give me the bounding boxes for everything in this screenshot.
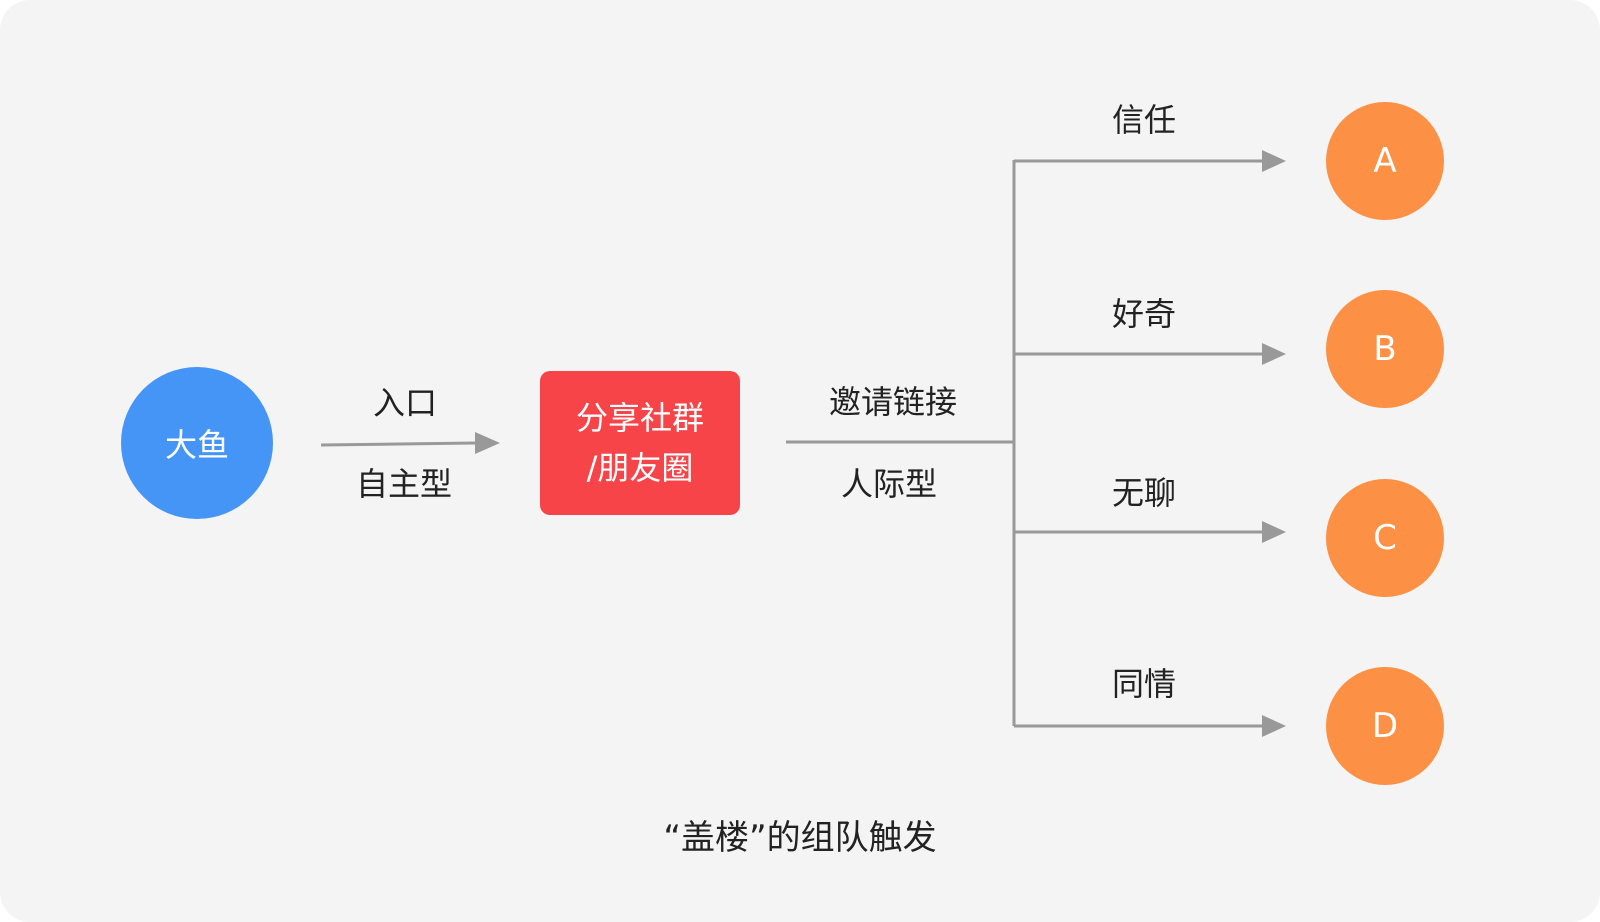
interpersonal-label: 人际型 xyxy=(840,465,937,503)
entry-arrowhead xyxy=(475,432,500,454)
target-node-d-label: D xyxy=(1371,706,1399,746)
target-node-b: B xyxy=(1326,290,1444,408)
entry-arrow xyxy=(320,441,476,447)
target-node-b-label: B xyxy=(1373,329,1397,369)
diagram-caption: “盖楼”的组队触发 xyxy=(663,818,937,858)
branch-arrowhead-b xyxy=(1262,343,1286,365)
invite-link-label: 邀请链接 xyxy=(828,383,957,421)
branch-arrowhead-a xyxy=(1262,150,1286,172)
branch-label-trust: 信任 xyxy=(1111,101,1176,139)
target-node-c-label: C xyxy=(1373,518,1397,558)
channel-line-1: 分享社群 xyxy=(575,399,704,437)
branch-arrowhead-c xyxy=(1262,521,1286,543)
branch-label-curious: 好奇 xyxy=(1111,295,1176,333)
target-node-c: C xyxy=(1326,479,1444,597)
target-node-d: D xyxy=(1326,667,1444,785)
channel-line-2: /朋友圈 xyxy=(586,449,694,487)
target-node-a: A xyxy=(1326,102,1444,220)
branch-label-sympathy: 同情 xyxy=(1111,665,1176,703)
share-channel-box: 分享社群 /朋友圈 xyxy=(540,371,740,515)
target-node-a-label: A xyxy=(1373,141,1397,181)
entry-label: 入口 xyxy=(372,384,437,422)
source-node: 大鱼 xyxy=(121,367,273,519)
source-node-label: 大鱼 xyxy=(164,426,229,464)
branch-arrowhead-d xyxy=(1262,715,1286,737)
self-driven-label: 自主型 xyxy=(355,465,452,503)
branch-label-bored: 无聊 xyxy=(1111,474,1176,512)
